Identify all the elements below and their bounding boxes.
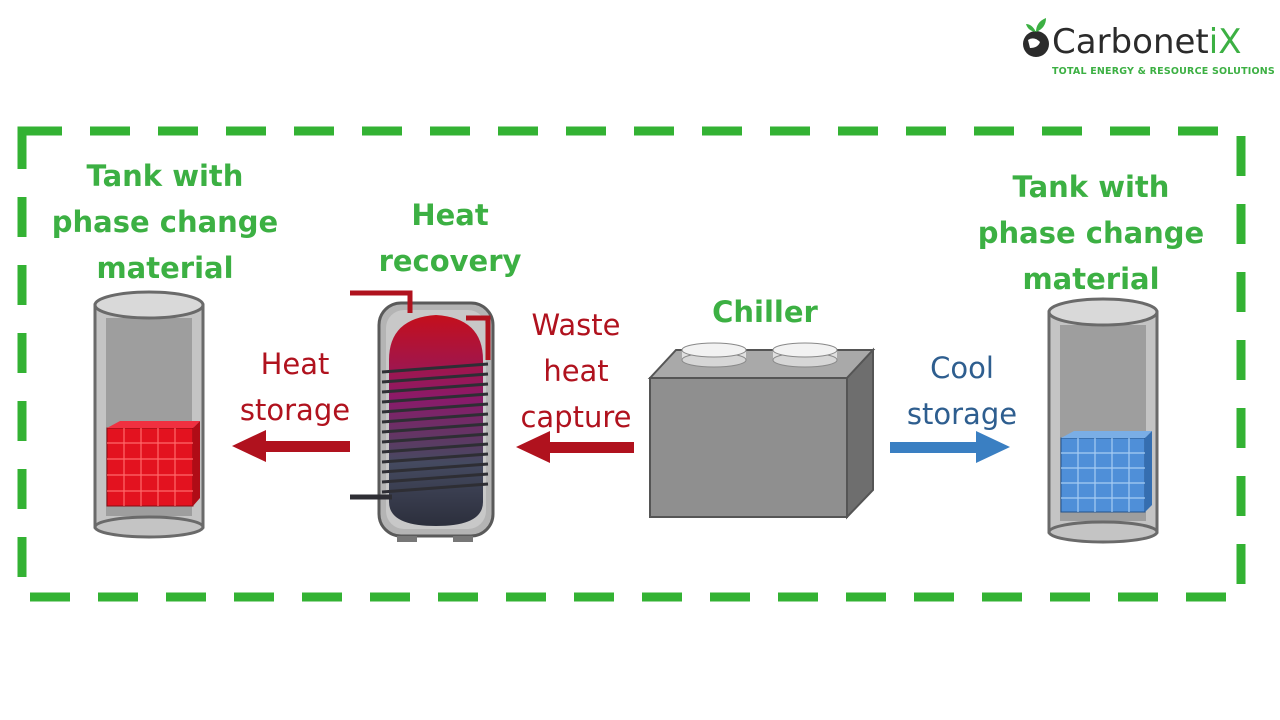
waste-heat-arrow <box>516 431 634 463</box>
right-pcm-tank <box>1047 297 1159 544</box>
pcm-cold-blocks <box>1060 431 1152 513</box>
chiller-fan-right <box>772 342 838 368</box>
right-tank-label: Tank with phase change material <box>977 170 1205 296</box>
cool-storage-arrow <box>890 431 1010 463</box>
leaf-globe-icon <box>1023 18 1049 57</box>
left-tank-label: Tank with phase change material <box>51 159 279 285</box>
system-boundary <box>17 126 1246 602</box>
logo-tagline: TOTAL ENERGY & RESOURCE SOLUTIONS <box>1052 66 1275 77</box>
pcm-hot-blocks <box>106 421 200 507</box>
chiller-label: Chiller <box>712 295 818 329</box>
heat-recovery-cylinder <box>350 290 495 542</box>
logo-wordmark: CarbonetiX <box>1052 22 1242 62</box>
heat-storage-arrow <box>232 430 350 462</box>
chiller-unit <box>647 342 876 520</box>
waste-heat-capture-label: Waste heat capture <box>520 308 632 434</box>
heat-storage-label: Heat storage <box>239 347 351 427</box>
cool-storage-label: Cool storage <box>906 351 1018 431</box>
heat-recovery-label: Heat recovery <box>378 198 522 278</box>
chiller-fan-left <box>681 342 747 368</box>
left-pcm-tank <box>93 290 205 539</box>
carbonetix-logo: CarbonetiX TOTAL ENERGY & RESOURCE SOLUT… <box>1018 16 1275 86</box>
